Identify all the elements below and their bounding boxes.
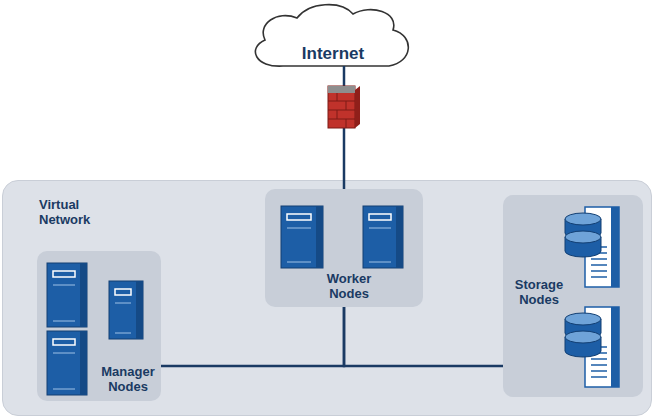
cloud-node: Internet — [243, 2, 418, 72]
network-region: Virtual NetworkWorker Nodes Storage Nodes… — [2, 180, 652, 416]
node-group: Manager Nodes — [37, 251, 161, 401]
node-label: Worker Nodes — [309, 271, 389, 301]
node-label: Manager Nodes — [97, 364, 159, 394]
node-label: Internet — [283, 44, 383, 64]
node-label: Virtual Network — [39, 197, 119, 227]
network-link — [343, 66, 346, 189]
node-group: Storage Nodes — [503, 195, 643, 397]
node-label: Storage Nodes — [511, 277, 567, 307]
node-group: Worker Nodes — [265, 189, 423, 307]
